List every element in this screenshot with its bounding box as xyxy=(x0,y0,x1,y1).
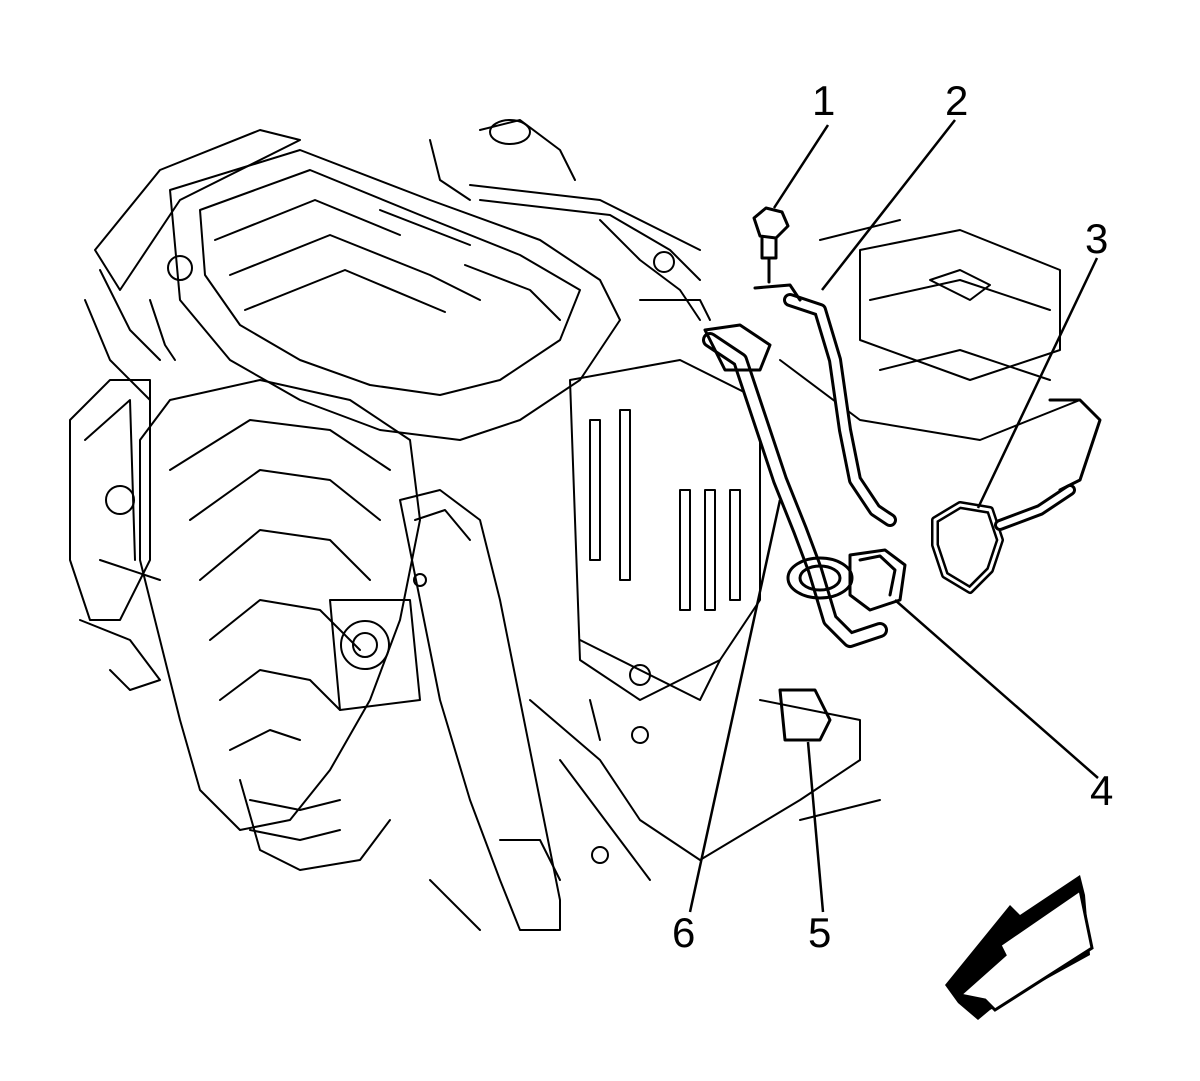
transmission-housing xyxy=(69,379,161,691)
callout-6: 6 xyxy=(672,909,696,956)
callout-1: 1 xyxy=(812,77,836,124)
cylinder-head xyxy=(84,129,301,401)
callout-3: 3 xyxy=(1085,215,1109,262)
lower-body xyxy=(529,699,881,881)
callout-5: 5 xyxy=(808,909,832,956)
callout-4: 4 xyxy=(1090,767,1114,814)
hose-connector xyxy=(848,548,907,612)
direction-arrow-icon xyxy=(945,875,1094,1020)
battery xyxy=(779,219,1081,441)
bolt-icon xyxy=(752,206,790,284)
battery-tray xyxy=(569,359,761,701)
exhaust-heat-shield xyxy=(139,379,421,871)
pipe xyxy=(702,323,888,648)
callout-2: 2 xyxy=(945,77,969,124)
leader-lines xyxy=(688,119,1099,913)
hose-clip-bracket xyxy=(931,398,1102,594)
engine-mount xyxy=(329,599,421,711)
hose xyxy=(753,283,897,527)
engine-cover xyxy=(169,149,621,441)
grommet xyxy=(778,556,854,742)
intake-plumbing xyxy=(429,119,711,321)
frame-rail xyxy=(399,489,561,931)
